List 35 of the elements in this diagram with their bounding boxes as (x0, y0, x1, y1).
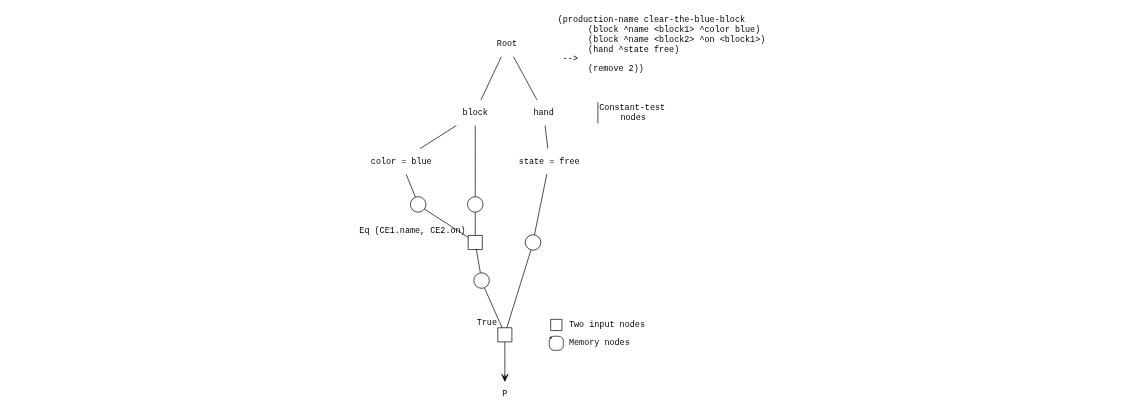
node-circle (409, 196, 426, 213)
connector (423, 208, 469, 238)
connector (533, 173, 547, 236)
node-label: True (476, 318, 497, 329)
node-circle (524, 234, 541, 251)
label: (block ^name <block2> ^on <block1>) (587, 34, 765, 45)
connector (506, 249, 531, 329)
node-text: color = blue (370, 156, 432, 167)
node-text: P (501, 389, 507, 400)
label: (production-name clear-the-blue-block (557, 14, 745, 25)
node-circle (473, 272, 490, 289)
arrow (500, 341, 508, 382)
node-label: Eq (CE1.name, CE2.on) (358, 226, 466, 237)
label: Constant-test nodes (598, 103, 665, 123)
connector (480, 56, 502, 101)
node-text: hand (532, 107, 554, 118)
legend-label: Two input nodes (568, 320, 645, 331)
connector (474, 211, 476, 236)
node-text: Root (496, 39, 517, 50)
node-box (496, 327, 512, 343)
label: (hand ^state free) (587, 44, 679, 55)
label: --> (562, 54, 578, 65)
node-box (467, 235, 483, 250)
label: (block ^name <block1> ^color blue) (587, 24, 760, 35)
node-circle (466, 196, 483, 213)
connector (405, 173, 416, 198)
connector (512, 56, 537, 101)
legend-label: Memory nodes (568, 338, 630, 349)
connector (475, 249, 481, 274)
connector (483, 287, 502, 328)
connector (544, 125, 548, 149)
node-text: state = free (518, 156, 580, 167)
label: (remove 2)) (587, 64, 644, 75)
node-text: block (462, 107, 488, 118)
connector (419, 125, 457, 150)
